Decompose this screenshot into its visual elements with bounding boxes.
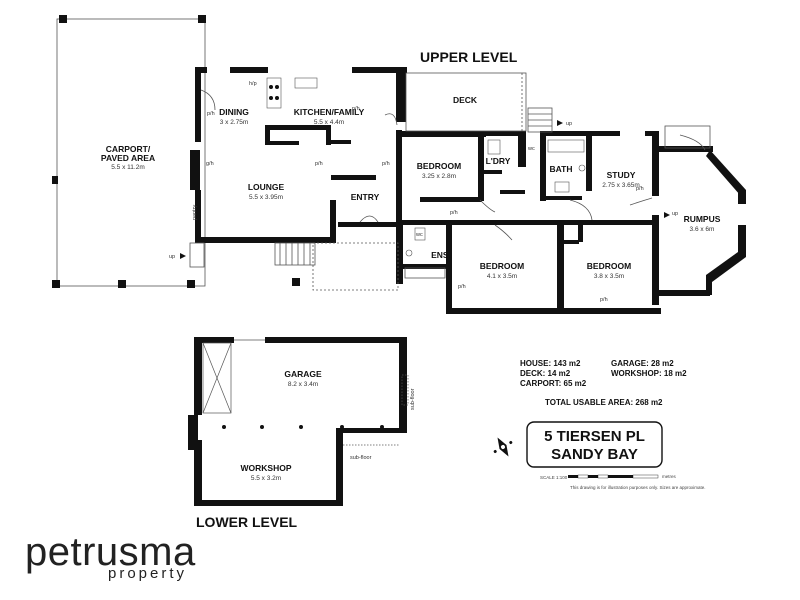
wc-label-ens: wc	[415, 232, 423, 238]
ph-label-bed3: p/h	[600, 297, 608, 303]
room-name-workshop: WORKSHOP	[241, 463, 292, 473]
room-dim-bed2: 4.1 x 3.5m	[487, 273, 517, 280]
room-name-garage: GARAGE	[284, 369, 322, 379]
room-name-ens: ENS.	[431, 250, 451, 260]
area-deck: DECK: 14 m2	[520, 369, 571, 378]
room-name-bed3: BEDROOM	[587, 261, 631, 271]
lower-level-walls	[188, 337, 407, 506]
room-name-ldry: L'DRY	[486, 156, 511, 166]
scale-bar: SCALE 1:100 metres This drawing is for i…	[540, 474, 705, 490]
room-name-kitchen: KITCHEN/FAMILY	[294, 107, 365, 117]
upper-level-walls	[190, 67, 746, 314]
room-dim-kitchen: 5.5 x 4.4m	[314, 119, 344, 126]
scale-label: SCALE 1:100	[540, 475, 568, 480]
gh-label: g/h	[206, 161, 214, 167]
room-dim-rumpus: 3.6 x 6m	[690, 226, 715, 233]
room-name-carport: CARPORT/	[106, 144, 151, 154]
arrow-right-icon	[180, 253, 186, 259]
room-name-bed1: BEDROOM	[417, 161, 461, 171]
room-name-bed2: BEDROOM	[480, 261, 524, 271]
upper-level-label: UPPER LEVEL	[420, 49, 518, 65]
scale-unit: metres	[662, 474, 677, 479]
room-name-entry: ENTRY	[351, 192, 380, 202]
brand-logo: petrusma property	[25, 530, 196, 582]
area-total: TOTAL USABLE AREA: 268 m2	[545, 398, 663, 407]
room-name2-carport: PAVED AREA	[101, 153, 155, 163]
room-dim-bed3: 3.8 x 3.5m	[594, 273, 624, 280]
pantry-label: pantry	[192, 204, 198, 220]
hotplate-label: h/p	[249, 81, 257, 87]
lower-level-details	[202, 339, 409, 446]
ph-label-kitchen: p/h	[352, 106, 360, 112]
address-line1: 5 TIERSEN PL	[544, 428, 645, 445]
room-name-bath: BATH	[550, 164, 573, 174]
area-workshop: WORKSHOP: 18 m2	[611, 369, 687, 378]
ph-label-dining: p/h	[207, 111, 215, 117]
room-dim-workshop: 5.5 x 3.2m	[251, 475, 281, 482]
arrow-right-icon	[664, 212, 670, 218]
address-box: 5 TIERSEN PL SANDY BAY	[526, 421, 663, 468]
up-label-carport: up	[169, 254, 175, 260]
brand-name: petrusma	[25, 530, 196, 574]
room-dim-dining: 3 x 2.75m	[220, 119, 249, 126]
room-dim-bed1: 3.25 x 2.8m	[422, 173, 456, 180]
room-dim-carport: 5.5 x 11.2m	[111, 164, 144, 171]
room-name-study: STUDY	[607, 170, 636, 180]
ph-label-study: p/h	[636, 186, 644, 192]
area-summary: HOUSE: 143 m2 DECK: 14 m2 CARPORT: 65 m2…	[520, 359, 687, 407]
ph-label-entry: p/h	[382, 161, 390, 167]
compass-icon	[493, 437, 513, 457]
carport-area	[52, 15, 300, 288]
subfloor-label-garage: sub-floor	[410, 388, 416, 410]
ph-label-lounge: p/h	[315, 161, 323, 167]
area-house: HOUSE: 143 m2	[520, 359, 581, 368]
room-dim-study: 2.75 x 3.65m	[602, 182, 640, 189]
room-dim-garage: 8.2 x 3.4m	[288, 381, 318, 388]
room-name-lounge: LOUNGE	[248, 182, 285, 192]
room-name-dining: DINING	[219, 107, 249, 117]
up-label-rumpus: up	[672, 211, 678, 217]
room-name-rumpus: RUMPUS	[684, 214, 721, 224]
wc-label-bath: wc	[527, 146, 535, 152]
lower-level-posts	[222, 425, 384, 429]
fixture-labels: h/p p/h p/h g/h p/h p/h p/h p/h p/h p/h …	[169, 81, 678, 461]
arrow-right-icon	[557, 120, 563, 126]
room-dim-lounge: 5.5 x 3.95m	[249, 194, 283, 201]
address-line2: SANDY BAY	[551, 446, 638, 463]
area-garage: GARAGE: 28 m2	[611, 359, 674, 368]
room-name-deck: DECK	[453, 95, 478, 105]
arrow-icons	[180, 120, 670, 259]
area-carport: CARPORT: 65 m2	[520, 379, 587, 388]
scale-disclaimer: This drawing is for illustration purpose…	[570, 485, 705, 490]
kitchen-fixtures	[266, 77, 586, 257]
ph-label-hall: p/h	[450, 210, 458, 216]
up-label-deck: up	[566, 121, 572, 127]
ph-label-bed2: p/h	[458, 284, 466, 290]
brand-sub: property	[108, 565, 187, 582]
deck-outline	[189, 72, 711, 291]
lower-level-label: LOWER LEVEL	[196, 514, 298, 530]
subfloor-label-workshop: sub-floor	[350, 455, 372, 461]
